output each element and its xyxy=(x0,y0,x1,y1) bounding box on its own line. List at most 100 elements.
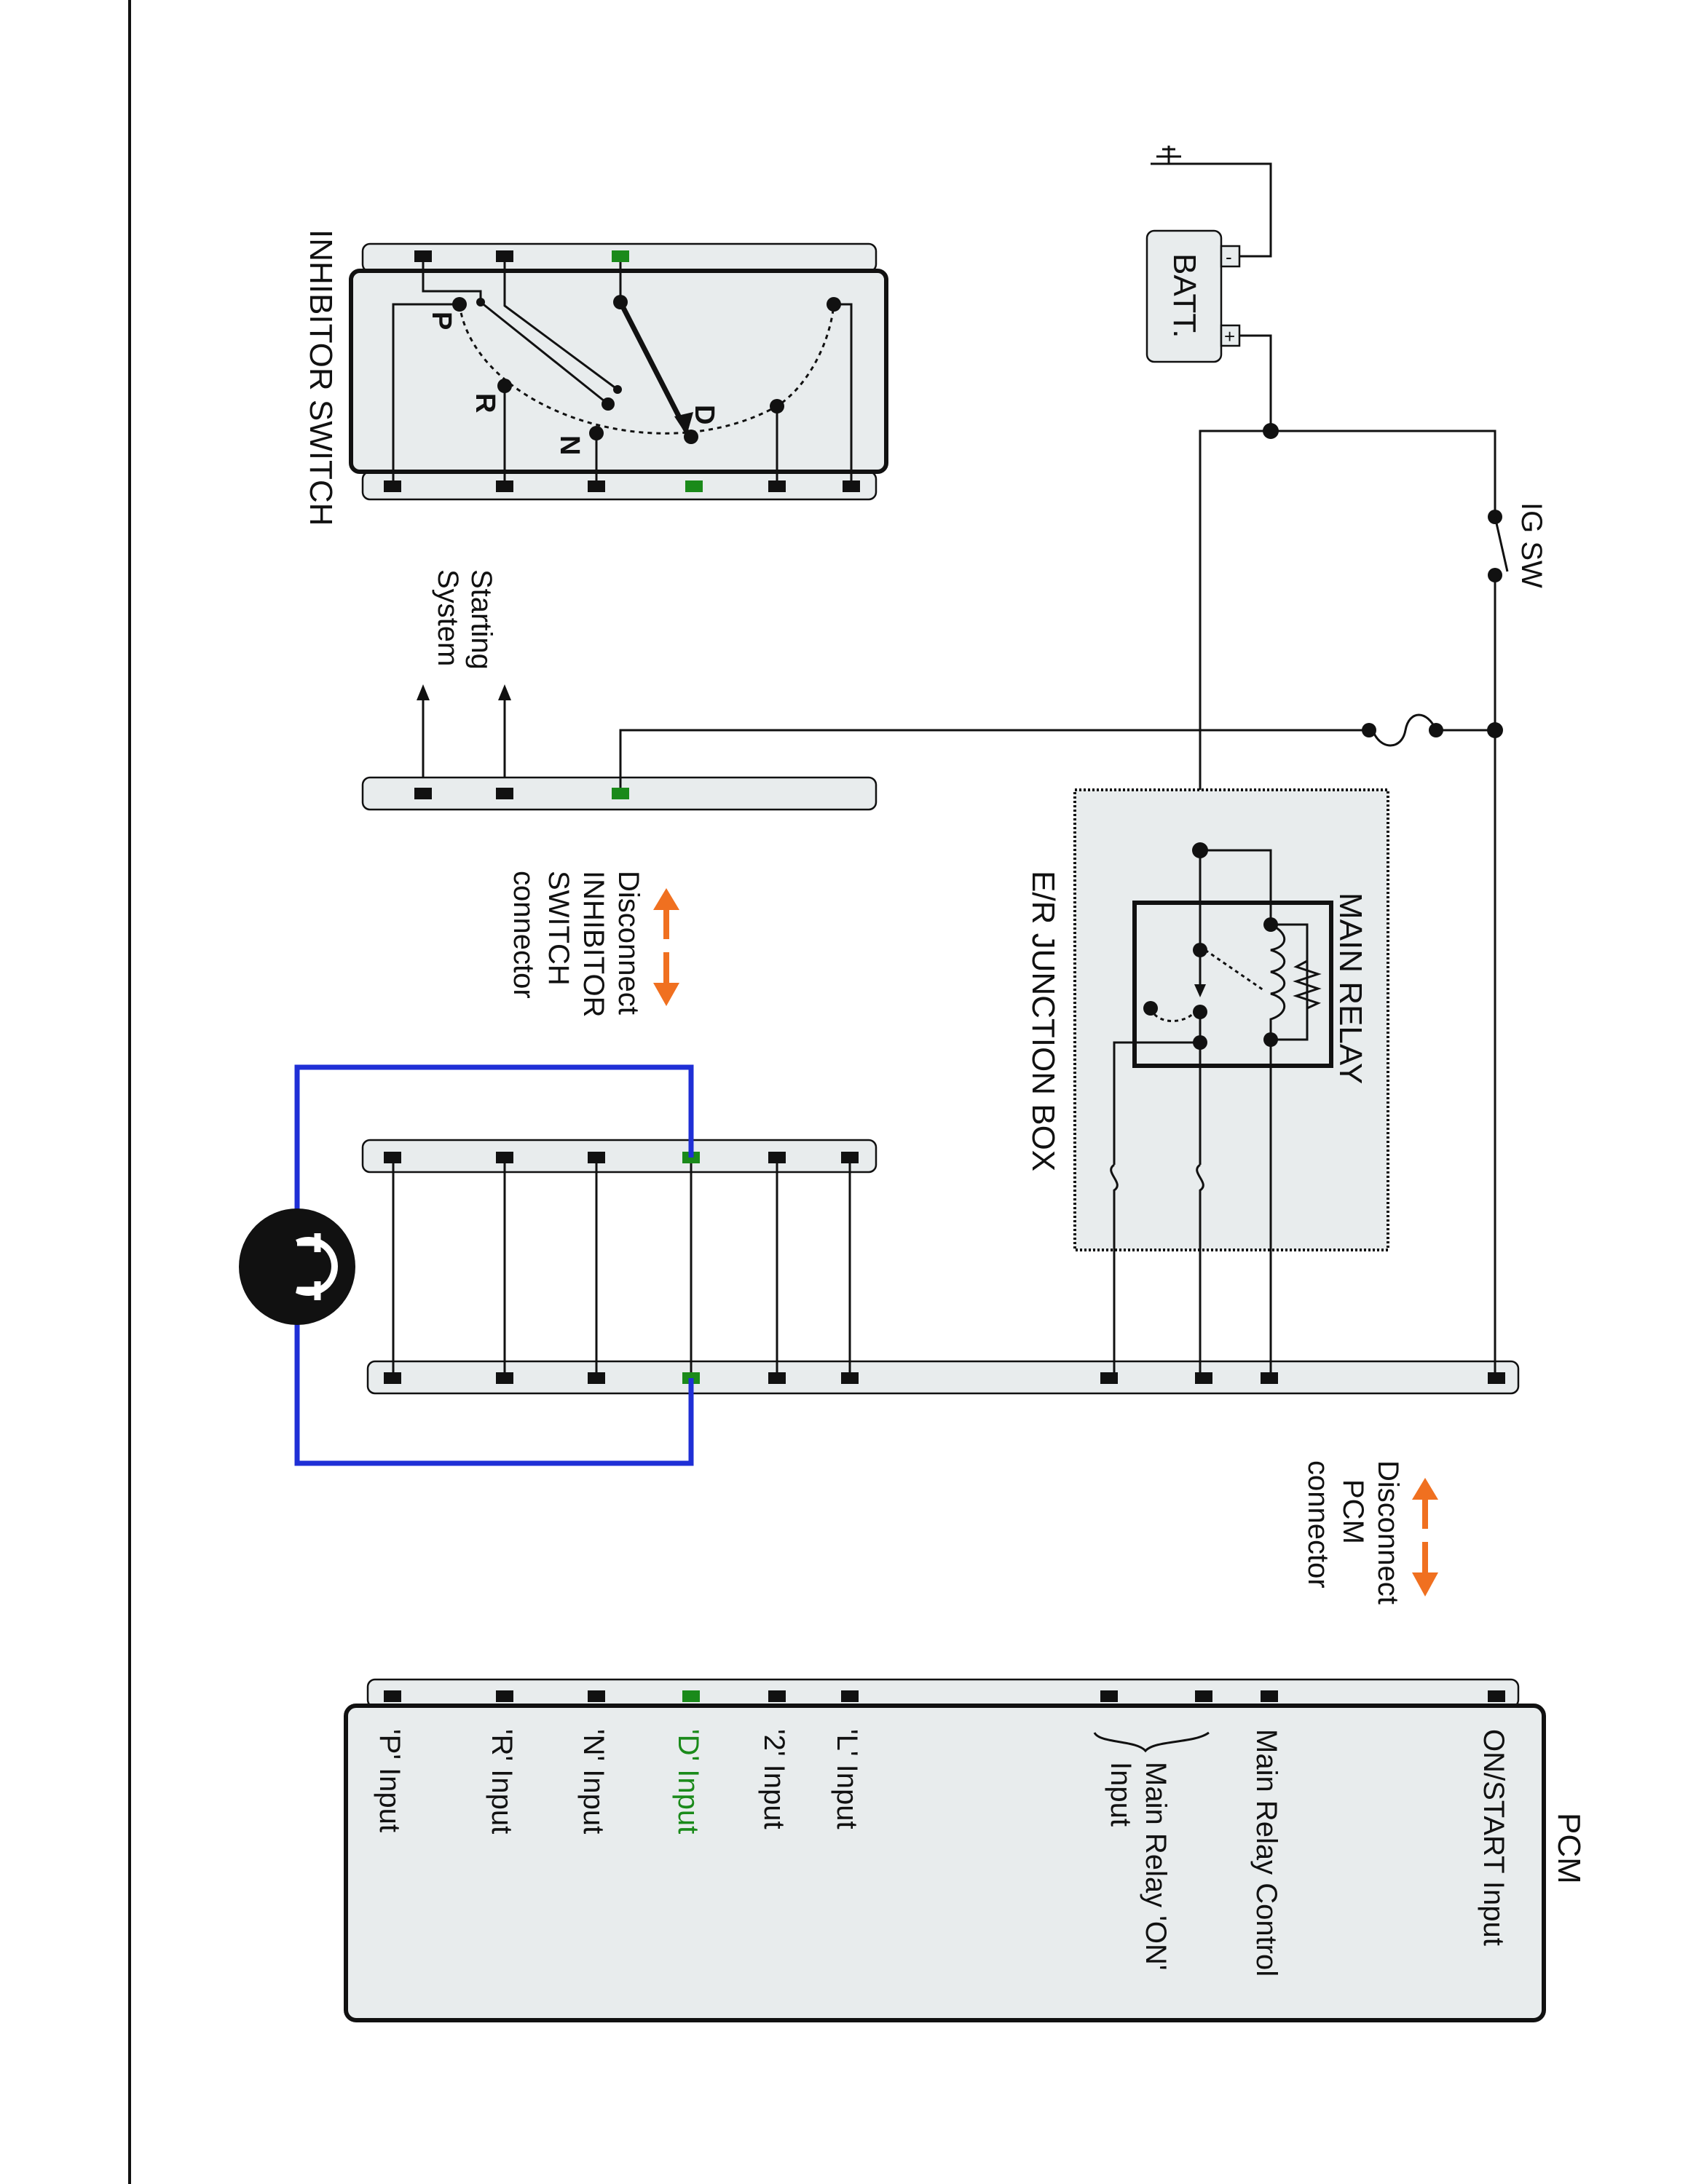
pcm-pin xyxy=(1100,1690,1118,1702)
inhibitor-selector-arm xyxy=(618,301,690,433)
pcm-title: PCM xyxy=(1551,1813,1587,1884)
inhibitor-disconnect-label: Disconnect INHIBITOR SWITCH connector xyxy=(508,871,644,1026)
junction-dot xyxy=(1192,842,1208,858)
pcm: PCM ON/START Input Main Relay Control Ma… xyxy=(344,1678,1587,2022)
terminal-dot xyxy=(827,297,841,312)
terminal-dot xyxy=(1193,1035,1207,1050)
fuse-icon xyxy=(1371,713,1437,747)
pcm-body xyxy=(344,1704,1546,2022)
terminal-dot xyxy=(1263,1032,1278,1047)
pcm-pin-label: Main Relay Control xyxy=(1250,1729,1282,1977)
pcm-pin xyxy=(588,1690,605,1702)
harness-pin xyxy=(588,1372,605,1384)
inhibitor-selector-arc xyxy=(458,304,835,435)
pcm-disconnect-label: Disconnect PCM connector xyxy=(1302,1460,1404,1613)
terminal-dot xyxy=(476,298,485,306)
harness-pin xyxy=(496,788,513,799)
inhibitor-selector-arrowhead xyxy=(674,412,693,435)
battery-label: BATT. xyxy=(1167,253,1202,339)
harness-pin xyxy=(496,1152,513,1163)
terminal-dot xyxy=(1362,723,1376,737)
main-relay-on-line2: Input xyxy=(1105,1762,1137,1827)
harness-pin xyxy=(414,788,432,799)
pcm-disconnect: Disconnect PCM connector xyxy=(1302,1460,1438,1613)
battery-box xyxy=(1145,229,1223,363)
inhibitor-switch-title: INHIBITOR SWITCH xyxy=(303,229,339,526)
inhibitor-pcm-harness xyxy=(361,1139,1520,1395)
position-label-d: D xyxy=(689,405,719,424)
pcm-pin-label-highlight: 'D' Input xyxy=(672,1729,704,1834)
terminal-dot xyxy=(613,385,622,394)
inhibitor-top-pin-highlight xyxy=(612,250,629,262)
battery-section: - + BATT. IG SW xyxy=(1145,146,1547,1378)
disconnect-arrow-icon xyxy=(653,983,679,1006)
pcm-pin xyxy=(1488,1690,1505,1702)
pcm-pin xyxy=(841,1690,859,1702)
terminal-dot xyxy=(1193,943,1207,957)
terminal-dot xyxy=(613,295,628,309)
junction-box: E/R JUNCTION BOX MAIN RELAY xyxy=(1025,788,1389,1378)
harness-pin xyxy=(384,1152,401,1163)
pcm-pin xyxy=(496,1690,513,1702)
harness-pin-highlight xyxy=(612,788,629,799)
pcm-pin-label: '2' Input xyxy=(758,1729,790,1829)
terminal-dot xyxy=(1143,1001,1158,1016)
inhibitor-bottom-pin xyxy=(384,480,401,492)
junction-dot xyxy=(1263,423,1279,439)
measurement-loop xyxy=(239,1064,694,1466)
harness-pin xyxy=(1195,1372,1212,1384)
terminal-dot xyxy=(684,430,698,444)
pcm-pin xyxy=(1195,1690,1212,1702)
terminal-dot xyxy=(589,426,604,440)
arrow-up-icon xyxy=(498,684,511,700)
arrow-up-icon xyxy=(417,684,430,700)
inhibitor-switch: P R N D INHIBITOR SWITCH xyxy=(303,229,888,526)
ig-switch-blade xyxy=(1494,516,1509,572)
terminal-dot xyxy=(497,379,512,393)
pcm-pin-label: ON/START Input xyxy=(1478,1729,1510,1946)
pcm-pin-label: 'N' Input xyxy=(577,1729,610,1834)
disconnect-arrow-icon xyxy=(1412,1478,1438,1500)
wire-break-icon xyxy=(1196,1163,1204,1378)
inhibitor-top-pin xyxy=(496,250,513,262)
harness-pin xyxy=(496,1372,513,1384)
terminal-dot xyxy=(1193,1005,1207,1019)
ohmmeter-icon xyxy=(239,1208,355,1325)
battery-neg-label: - xyxy=(1226,246,1232,268)
inhibitor-disconnect: Disconnect INHIBITOR SWITCH connector xyxy=(508,871,679,1026)
disconnect-arrow-icon xyxy=(1412,1572,1438,1597)
pcm-pin-label: 'L' Input xyxy=(831,1729,863,1829)
ig-switch-label: IG SW xyxy=(1515,502,1547,588)
position-label-n: N xyxy=(554,435,585,455)
pcm-connector xyxy=(366,1678,1520,1709)
inhibitor-bottom-pin-highlight xyxy=(685,480,703,492)
battery-negative-terminal xyxy=(1220,245,1241,268)
terminal-dot xyxy=(452,297,467,312)
pcm-pin xyxy=(768,1690,786,1702)
inhibitor-connector-harness xyxy=(361,729,1369,811)
harness-pin xyxy=(841,1152,859,1163)
relay-contact-arrow xyxy=(1194,984,1206,997)
inhibitor-top-pin xyxy=(414,250,432,262)
pcm-pin-label: 'P' Input xyxy=(374,1729,406,1832)
main-relay-on-line1: Main Relay 'ON' xyxy=(1140,1762,1172,1970)
position-label-p: P xyxy=(426,312,457,330)
starting-system: Starting System xyxy=(417,569,511,794)
harness-pin xyxy=(1261,1372,1278,1384)
wire-break-icon xyxy=(1110,1163,1119,1378)
harness-pin xyxy=(768,1152,786,1163)
pcm-pin xyxy=(384,1690,401,1702)
inhibitor-bottom-pin xyxy=(588,480,605,492)
inhibitor-bottom-pin xyxy=(768,480,786,492)
pcm-pin-highlight xyxy=(682,1690,700,1702)
pcm-pin-label: 'R' Input xyxy=(486,1729,518,1834)
brace-icon xyxy=(1093,1731,1210,1753)
inhibitor-bottom-pin xyxy=(496,480,513,492)
pcm-pin-label-main-relay-on: Main Relay 'ON' Input xyxy=(1105,1762,1172,1979)
main-relay-label: MAIN RELAY xyxy=(1333,893,1368,1084)
inhibitor-side-connector xyxy=(361,1139,877,1174)
harness-pin xyxy=(768,1372,786,1384)
junction-box-label: E/R JUNCTION BOX xyxy=(1025,871,1061,1171)
terminal-dot xyxy=(1263,917,1278,932)
